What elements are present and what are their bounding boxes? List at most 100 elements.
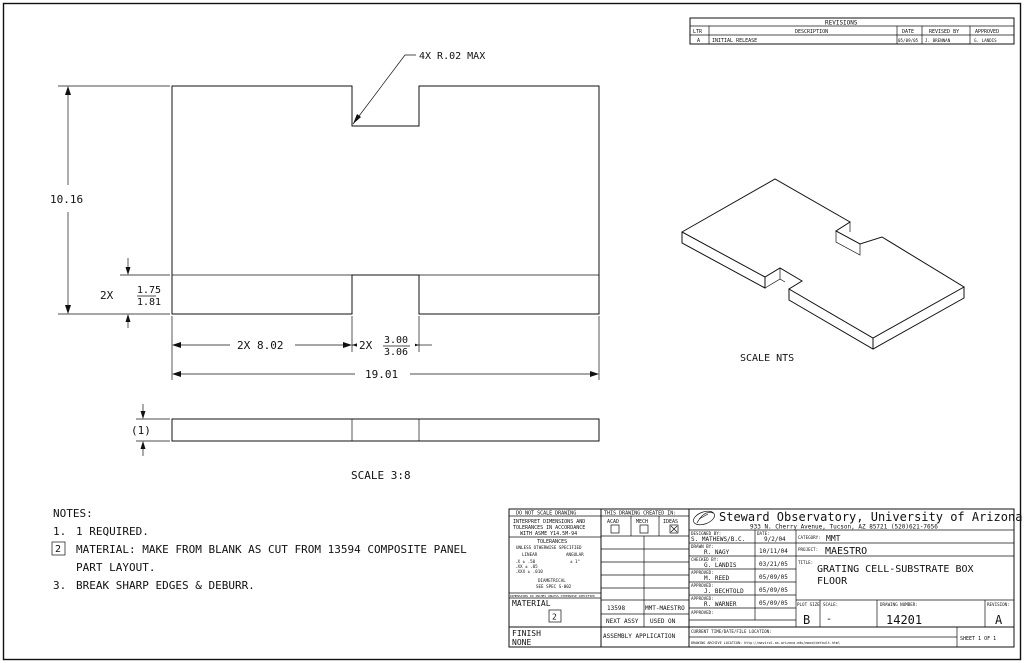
notch-width-top: 3.00 — [384, 335, 408, 346]
thickness-dimension: (1) — [131, 424, 151, 437]
approved-4-label: APPROVED: — [691, 610, 714, 615]
revision-label: REVISION: — [987, 602, 1010, 607]
title-block: DO NOT SCALE DRAWING INTERPRET DIMENSION… — [508, 508, 1022, 648]
rev-header-description: DESCRIPTION — [795, 29, 828, 35]
drawing-title-line-2: FLOOR — [817, 576, 848, 587]
do-not-scale: DO NOT SCALE DRAWING — [516, 511, 576, 517]
rev-header-revised-by: REVISED BY — [929, 29, 959, 35]
scale-value: - — [826, 614, 832, 625]
observatory-logo-icon — [693, 510, 715, 526]
sheet-count: SHEET 1 OF 1 — [960, 636, 996, 642]
ideas-checkbox — [669, 524, 679, 534]
project-value: MAESTRO — [825, 546, 867, 557]
designed-date-label: DATE: — [757, 531, 770, 536]
note-2-text: MATERIAL: MAKE FROM BLANK AS CUT FROM 13… — [76, 543, 467, 556]
notch-depth-top: 1.75 — [137, 285, 161, 296]
note-3-text: BREAK SHARP EDGES & DEBURR. — [76, 579, 255, 592]
drawn-by: R. NAGY — [704, 549, 730, 556]
org-address: 933 N. Cherry Avenue, Tucson, AZ 85721 (… — [750, 524, 938, 531]
rev-row-approved: G. LANDIS — [974, 38, 997, 43]
interpret-line-2: TOLERANCES IN ACCORDANCE — [513, 525, 585, 531]
approved-1-label: APPROVED: — [691, 570, 714, 575]
plate-edge — [171, 418, 600, 442]
next-assy-value: 13598 — [607, 605, 625, 612]
approved-2: J. BECHTOLD — [704, 588, 744, 595]
plan-view: 4X R.02 MAX 10.16 2X 1.75 1.81 2X 8.02 — [50, 51, 600, 381]
note-1-text: 1 REQUIRED. — [76, 525, 149, 538]
archive-location: DRAWING ARCHIVE LOCATION: http://mavirol… — [691, 641, 840, 645]
rev-row-revised-by: J. BRENNAN — [925, 38, 951, 43]
tolerance-xx: .XX ± .05 — [515, 564, 538, 569]
diametrical-label: DIAMETRICAL — [538, 578, 566, 583]
designed-by-label: DESIGNED BY: — [691, 531, 721, 536]
rev-header-approved: APPROVED — [975, 29, 999, 35]
approved-1: M. REED — [704, 575, 730, 582]
revision-value: A — [995, 613, 1003, 627]
material-label: MATERIAL — [512, 599, 551, 608]
approved-2-label: APPROVED: — [691, 583, 714, 588]
next-assy-label: NEXT ASSY — [606, 618, 639, 625]
cad-option-mech: MECH — [636, 519, 648, 525]
tolerance-xxx: .XXX ± .010 — [515, 569, 543, 574]
used-on-value: MMT-MAESTRO — [645, 605, 685, 612]
notes-title: NOTES: — [53, 507, 93, 520]
approved-3: R. WARNER — [704, 601, 737, 608]
isometric-view: SCALE NTS — [680, 178, 965, 364]
note-2-num: 2 — [55, 544, 61, 555]
rev-row-description: INITIAL RELEASE — [712, 38, 757, 44]
angular-label: ANGULAR — [566, 552, 584, 557]
note-3-num: 3. — [53, 579, 66, 592]
note-1-num: 1. — [53, 525, 66, 538]
plot-size-value: B — [803, 613, 810, 627]
approved-3-date: 05/09/05 — [759, 600, 788, 607]
tolerance-x: .X ± .50 — [515, 559, 536, 564]
notch-width-prefix: 2X — [359, 339, 373, 352]
see-spec: SEE SPEC S-002 — [536, 584, 572, 589]
drawn-by-label: DRAWN BY: — [691, 544, 714, 549]
rev-header-ltr: LTR — [693, 29, 703, 35]
side-width-value: 8.02 — [257, 339, 284, 352]
checked-by-label: CHECKED BY: — [691, 557, 719, 562]
approved-2-date: 05/09/05 — [759, 587, 788, 594]
checked-date: 03/21/05 — [759, 561, 788, 568]
notch-depth-prefix: 2X — [100, 289, 114, 302]
approved-3-label: APPROVED: — [691, 596, 714, 601]
view-scale: SCALE 3:8 — [351, 469, 411, 482]
assembly-application: ASSEMBLY APPLICATION — [603, 633, 676, 640]
used-on-label: USED ON — [650, 618, 676, 625]
cad-option-ideas: IDEAS — [663, 519, 678, 525]
scale-label: SCALE: — [823, 602, 838, 607]
linear-label: LINEAR — [522, 552, 538, 557]
unless-specified: UNLESS OTHERWISE SPECIFIED — [516, 545, 582, 550]
rev-row-ltr: A — [697, 38, 700, 44]
height-dimension: 10.16 — [50, 193, 83, 206]
drawing-number: 14201 — [886, 613, 922, 627]
checked-by: G. LANDIS — [704, 562, 737, 569]
notes: NOTES: 1. 1 REQUIRED. 2 MATERIAL: MAKE F… — [51, 507, 467, 592]
drawn-date: 10/11/04 — [759, 548, 788, 555]
material-note-ref: 2 — [552, 613, 557, 622]
designed-by: S. MATHEWS/B.C. — [691, 536, 745, 543]
cad-option-acad: ACAD — [607, 519, 619, 525]
iso-top-face — [680, 178, 965, 339]
note-2-text-cont: PART LAYOUT. — [76, 561, 155, 574]
dims-in-inches: DIMENSIONS IN INCHES UNLESS OTHERWISE SP… — [510, 594, 595, 598]
plot-size-label: PLOT SIZE — [797, 602, 820, 607]
finish-value: NONE — [512, 638, 531, 647]
category-label: CATEGORY: — [798, 535, 821, 540]
approved-1-date: 05/09/05 — [759, 574, 788, 581]
finish-label: FINISH — [512, 629, 541, 638]
project-label: PROJECT: — [798, 547, 818, 552]
interpret-line-1: INTERPRET DIMENSIONS AND — [513, 519, 585, 525]
category-value: MMT — [826, 534, 841, 543]
current-time-label: CURRENT TIME/DATE/FILE LOCATION: — [691, 629, 772, 634]
tolerance-angular: ± 1° — [570, 559, 580, 564]
drawing-title-line-1: GRATING CELL-SUBSTRATE BOX — [817, 564, 974, 575]
acad-checkbox — [610, 524, 620, 534]
revisions-table: REVISIONS LTR DESCRIPTION DATE REVISED B… — [689, 17, 1015, 45]
org-name: Steward Observatory, University of Arizo… — [719, 510, 1022, 524]
tolerances-title: TOLERANCES — [537, 539, 567, 545]
iso-scale: SCALE NTS — [740, 353, 794, 364]
side-width-prefix: 2X — [237, 339, 251, 352]
